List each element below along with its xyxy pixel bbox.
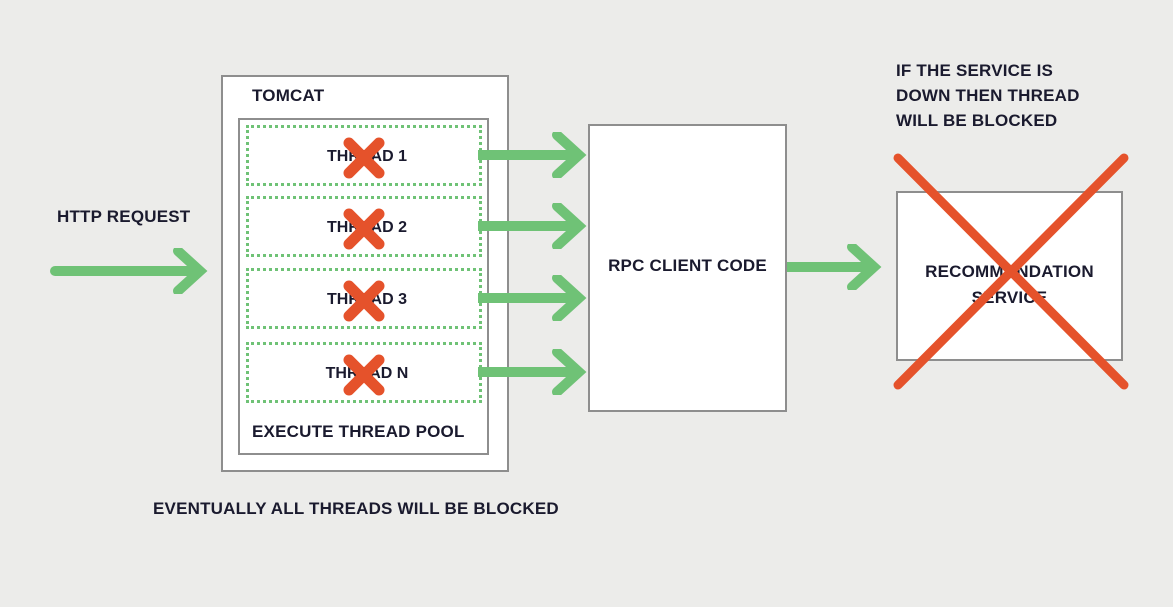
rpc-to-service-arrow-icon <box>787 244 882 290</box>
thread-row: THREAD 1 <box>246 125 482 186</box>
rpc-client-code-label: RPC CLIENT CODE <box>608 256 767 275</box>
thread-label: THREAD 1 <box>326 148 407 165</box>
thread-to-rpc-arrow-icon <box>478 132 587 178</box>
thread-row: THREAD 2 <box>246 196 482 257</box>
thread-row: THREAD N <box>246 342 482 403</box>
thread-label: THREAD 2 <box>326 219 407 236</box>
thread-to-rpc-arrow-icon <box>478 203 587 249</box>
execute-thread-pool-label: EXECUTE THREAD POOL <box>252 422 465 441</box>
recommendation-service-label: RECOMMANDATION SERVICE <box>925 262 1094 307</box>
http-request-label: HTTP REQUEST <box>57 207 191 226</box>
thread-to-rpc-arrow-icon <box>478 275 587 321</box>
http-request-arrow-icon <box>50 248 208 294</box>
tomcat-label: TOMCAT <box>252 86 325 105</box>
rpc-client-code-container <box>588 124 787 412</box>
thread-label: THREAD 3 <box>326 291 407 308</box>
thread-to-rpc-arrow-icon <box>478 349 587 395</box>
thread-label: THREAD N <box>325 365 409 382</box>
service-down-note: IF THE SERVICE IS DOWN THEN THREAD WILL … <box>896 61 1080 130</box>
all-threads-blocked-note: EVENTUALLY ALL THREADS WILL BE BLOCKED <box>153 499 559 518</box>
thread-row: THREAD 3 <box>246 268 482 329</box>
